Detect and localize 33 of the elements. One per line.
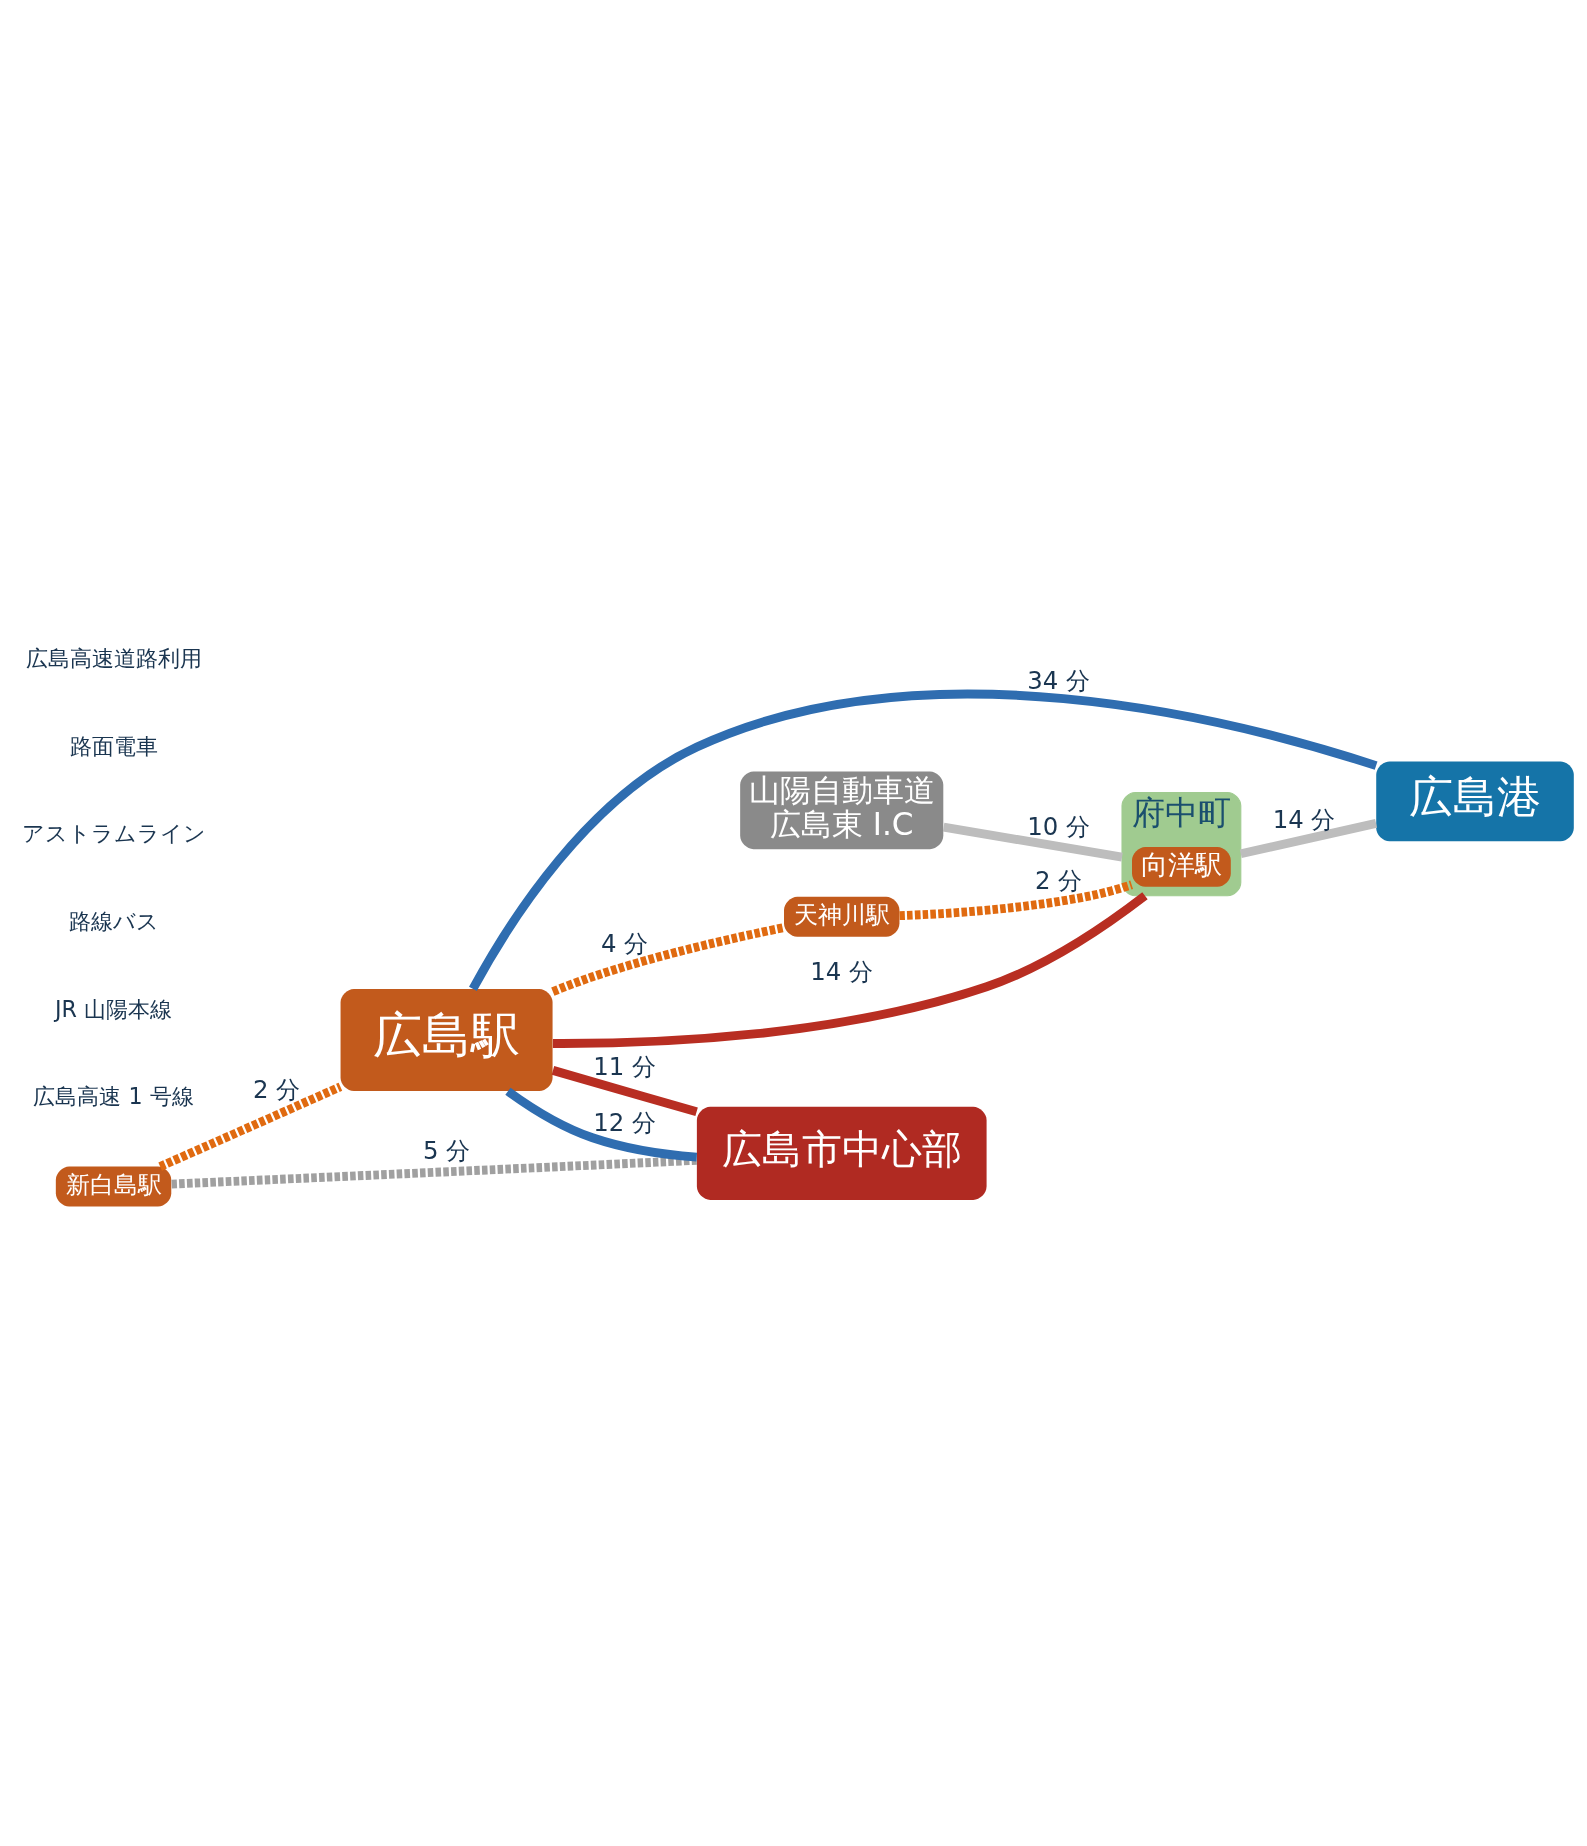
label: 路面電車 xyxy=(69,732,158,759)
label: 広島高速道路利用 xyxy=(25,644,202,671)
node-box: 天神川駅 xyxy=(783,896,899,937)
connector xyxy=(1239,818,1377,858)
node-box: 広島市中心部 xyxy=(696,1106,987,1200)
node-box: 新白島駅 xyxy=(55,1166,171,1207)
edge-label: 2 分 xyxy=(1034,865,1082,895)
node-box: 広島駅 xyxy=(340,988,553,1091)
edge-label: 4 分 xyxy=(600,928,648,958)
connector xyxy=(157,1082,342,1171)
connector xyxy=(468,689,1377,991)
connector xyxy=(898,880,1133,920)
edge-label: 34 分 xyxy=(1026,665,1090,695)
node-box: 向洋駅 xyxy=(1131,846,1231,887)
connector xyxy=(504,1087,697,1162)
label: アストラムライン xyxy=(21,819,206,846)
node-box: 山陽自動車道 広島東 I.C xyxy=(739,770,943,849)
label: JR 山陽本線 xyxy=(54,995,172,1022)
edge-label: 2 分 xyxy=(252,1074,300,1104)
edge-label: 14 分 xyxy=(809,956,873,986)
edge-label: 11 分 xyxy=(592,1051,656,1081)
label: 広島高速 1 号線 xyxy=(32,1082,194,1109)
edge-label: 5 分 xyxy=(422,1135,470,1165)
edge-label: 14 分 xyxy=(1272,804,1335,834)
connector xyxy=(550,922,785,996)
edge-label: 12 分 xyxy=(592,1107,656,1137)
connector xyxy=(551,1065,698,1116)
label: 路線バス xyxy=(68,907,159,934)
connector xyxy=(552,891,1148,1048)
edge-label: 10 分 xyxy=(1026,811,1090,841)
connector xyxy=(942,822,1123,861)
connector xyxy=(170,1155,697,1188)
node-box: 広島港 xyxy=(1375,760,1574,841)
